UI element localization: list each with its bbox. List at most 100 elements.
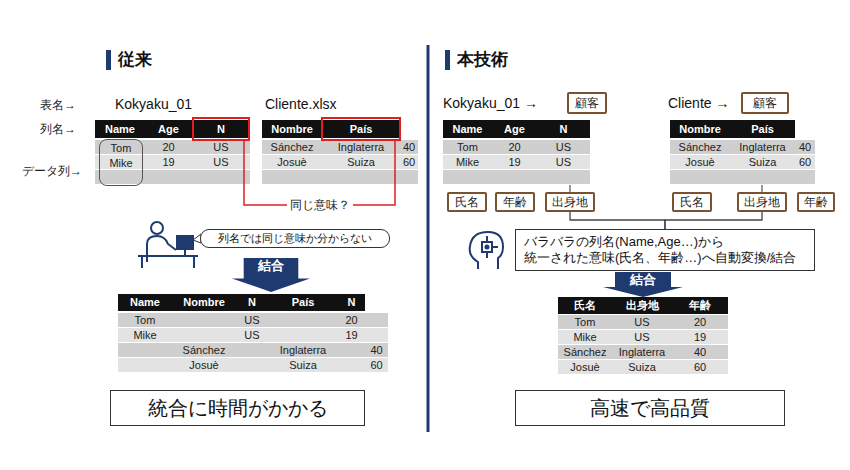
leader-line xyxy=(761,185,762,192)
node-text: バラバラの列名(Name,Age…)から 統一された意味(氏名、年齢…)へ自動変… xyxy=(524,234,806,266)
table-cell: 60 xyxy=(795,155,815,169)
table-header-cell: Nombre xyxy=(670,120,730,138)
person-at-computer-icon xyxy=(138,222,198,268)
row-pointer-label: 列名→ xyxy=(40,120,76,138)
table-cell: 40 xyxy=(795,140,815,154)
table-header-cell: Nombre xyxy=(172,294,236,311)
table-cell: 20 xyxy=(492,140,537,154)
panel-heading: 本技術 xyxy=(457,49,508,71)
node-text: 氏名 xyxy=(680,194,704,211)
node-text: 顧客 xyxy=(753,95,777,112)
table-header-cell: 氏名 xyxy=(558,297,612,314)
table-header-cell: N xyxy=(236,294,268,311)
table-cell: US xyxy=(612,330,672,344)
table-header-cell: País xyxy=(730,120,795,138)
table-cell: Sánchez xyxy=(670,140,730,154)
panel-heading: 従来 xyxy=(118,49,152,71)
table-header-cell: 年齢 xyxy=(672,297,728,314)
table-cell: Mike xyxy=(558,330,612,344)
table-cell: 20 xyxy=(338,313,365,327)
table-cell: Tom xyxy=(443,140,492,154)
table-cell: US xyxy=(612,315,672,329)
table-cell: Sánchez xyxy=(558,345,612,359)
node-text: 出身地 xyxy=(552,194,588,211)
table-cell: US xyxy=(236,313,268,327)
node-text: 年齢 xyxy=(804,194,828,211)
table-cell: 19 xyxy=(672,330,728,344)
table-cell: 60 xyxy=(400,155,418,169)
node-text: 高速で高品質 xyxy=(590,395,710,422)
table-cell: US xyxy=(236,328,268,342)
table-cell: Suiza xyxy=(322,155,400,169)
node-text: 顧客 xyxy=(575,95,599,112)
table-cell: Josuè xyxy=(172,358,236,372)
table-name: Kokyaku_01 → xyxy=(443,93,538,113)
node-text: Tom xyxy=(111,141,132,156)
table-cell: Tom xyxy=(118,313,172,327)
table-cell: 40 xyxy=(400,140,418,154)
table-header-cell: 出身地 xyxy=(612,297,672,314)
table-cell: Mike xyxy=(118,328,172,342)
meaning-tag: 年齢 xyxy=(797,192,835,212)
node-text: 統合に時間がかかる xyxy=(148,395,328,422)
connector xyxy=(570,212,665,229)
meaning-tag: 氏名 xyxy=(672,192,712,212)
data-column-outline: TomMike xyxy=(99,139,143,186)
table-header-cell: Age xyxy=(145,120,192,138)
table-cell: Tom xyxy=(558,315,612,329)
node-text: 氏名 xyxy=(455,194,479,211)
speech-bubble: 列名では同じ意味か分からない xyxy=(200,229,390,248)
leader-line xyxy=(569,185,570,192)
table-name: Cliente.xlsx xyxy=(265,94,337,114)
connector xyxy=(665,212,762,229)
table-cell: 60 xyxy=(365,358,388,372)
node-text: 結合 xyxy=(258,258,284,274)
table-header-cell: Name xyxy=(443,120,492,138)
heading-bar xyxy=(445,50,450,70)
table-cell: 20 xyxy=(672,315,728,329)
panel-divider xyxy=(427,45,430,432)
table-header-cell: Age xyxy=(492,120,537,138)
row-pointer-label: データ列→ xyxy=(22,162,82,180)
table-header-cell: N xyxy=(537,120,590,138)
highlight-box: N xyxy=(192,117,250,141)
table-cell: Suiza xyxy=(612,360,672,374)
table-cell: Inglaterra xyxy=(612,345,672,359)
table-cell: Suiza xyxy=(268,358,338,372)
table-header-cell: Name xyxy=(95,120,145,138)
merge-arrow: 結合 xyxy=(603,272,683,297)
table-cell: US xyxy=(192,140,250,154)
result-box: 統合に時間がかかる xyxy=(110,390,365,426)
table-cell: US xyxy=(192,155,250,169)
table-header-cell: Nombre xyxy=(262,120,322,138)
table-header-cell: N xyxy=(338,294,365,311)
heading-bar xyxy=(106,50,111,70)
row-pointer-label: 表名→ xyxy=(40,96,76,114)
meaning-tag: 出身地 xyxy=(737,192,787,212)
node-text: 列名では同じ意味か分からない xyxy=(218,231,372,246)
highlight-box: País xyxy=(321,117,401,141)
table-name: Kokyaku_01 xyxy=(115,94,192,114)
description-box: バラバラの列名(Name,Age…)から 統一された意味(氏名、年齢…)へ自動変… xyxy=(515,229,815,271)
table-cell: 19 xyxy=(492,155,537,169)
table-cell: 20 xyxy=(145,140,192,154)
table-cell: Josuè xyxy=(262,155,322,169)
table-cell: 19 xyxy=(338,328,365,342)
connector-label: 同じ意味？ xyxy=(287,197,353,214)
result-box: 高速で高品質 xyxy=(515,390,785,426)
table-cell: 19 xyxy=(145,155,192,169)
table-header-cell: Name xyxy=(118,294,172,311)
node-text: 結合 xyxy=(630,272,656,288)
table-cell: Suiza xyxy=(730,155,795,169)
table-header-cell: País xyxy=(268,294,338,311)
meaning-tag: 顧客 xyxy=(741,92,789,114)
node-text: País xyxy=(350,123,373,135)
node-text: N xyxy=(217,123,225,135)
node-text: 出身地 xyxy=(744,194,780,211)
table-cell: US xyxy=(537,140,590,154)
node-text: 年齢 xyxy=(503,194,527,211)
merge-arrow: 結合 xyxy=(232,258,310,292)
table-cell: 40 xyxy=(365,343,388,357)
table-cell: Sánchez xyxy=(172,343,236,357)
ai-head-icon xyxy=(470,232,503,269)
